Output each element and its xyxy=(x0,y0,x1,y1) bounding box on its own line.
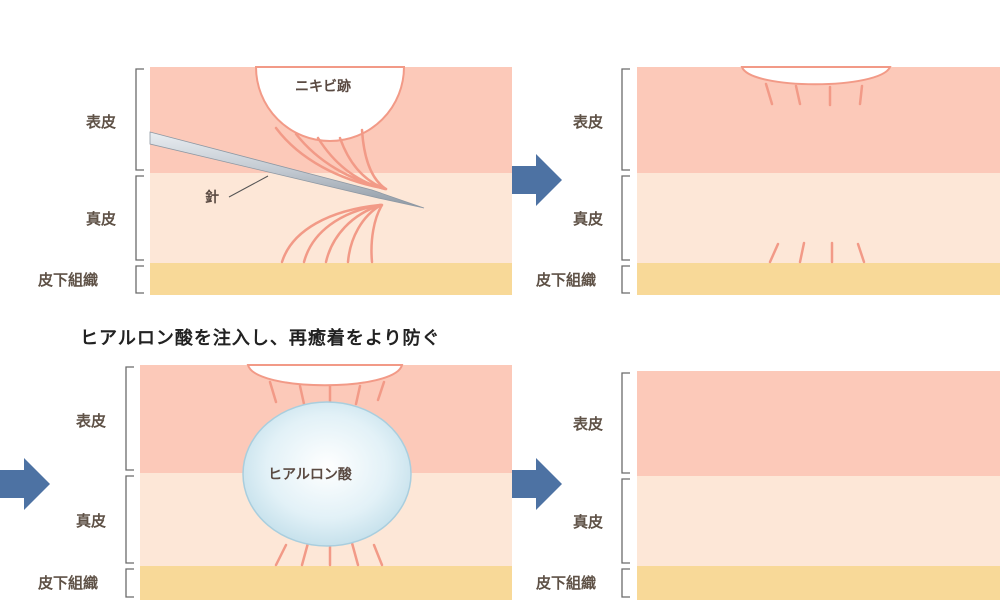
scar-label: ニキビ跡 xyxy=(295,79,351,95)
panel-4-subcutaneous xyxy=(637,566,1000,600)
subcutaneous-label: 皮下組織 xyxy=(536,574,597,592)
dermis-label: 真皮 xyxy=(76,512,107,530)
panel-1-needle-insertion xyxy=(149,66,512,295)
panel-2-scar-notch xyxy=(740,66,892,86)
epidermis-label: 表皮 xyxy=(573,113,604,131)
subcutaneous-label: 皮下組織 xyxy=(536,271,597,289)
panel-1-needle xyxy=(149,131,425,209)
panel-4-healed xyxy=(637,371,1000,600)
panel-1-upper-fibers xyxy=(274,126,388,191)
dermis-label: 真皮 xyxy=(86,210,117,228)
panel-3-lower-fibers xyxy=(274,541,384,567)
panel-1-lower-fibers xyxy=(280,203,384,264)
epidermis-label: 表皮 xyxy=(76,412,107,430)
panel-2-upper-fibers xyxy=(764,82,864,107)
arrow-right-icon xyxy=(512,154,562,206)
epidermis-label: 表皮 xyxy=(573,415,604,433)
panel-3-hyaluronic-injection xyxy=(140,364,512,600)
hyaluronic-acid-label: ヒアルロン酸 xyxy=(268,467,352,483)
panel-3-scar-notch xyxy=(246,364,404,387)
panel-2-subcutaneous xyxy=(637,263,1000,295)
layer-brackets xyxy=(125,68,630,598)
needle-label: 針 xyxy=(205,190,219,206)
panel-1-subcutaneous xyxy=(150,263,512,295)
subcutaneous-label: 皮下組織 xyxy=(38,271,99,289)
panel-2-dermis xyxy=(637,173,1000,263)
panel-3-subcutaneous xyxy=(140,566,512,600)
epidermis-label: 表皮 xyxy=(86,113,117,131)
dermis-label: 真皮 xyxy=(573,513,604,531)
needle-leader-line xyxy=(228,175,269,198)
arrow-right-icon xyxy=(512,458,562,510)
panel-2-lower-fibers xyxy=(768,241,866,264)
headline: ヒアルロン酸を注入し、再癒着をより防ぐ xyxy=(80,328,441,349)
dermis-label: 真皮 xyxy=(573,210,604,228)
panel-2-fibers-cut xyxy=(637,66,1000,295)
arrow-right-icon xyxy=(0,458,50,510)
panel-4-epidermis xyxy=(637,371,1000,476)
subcutaneous-label: 皮下組織 xyxy=(38,574,99,592)
hyaluronic-acid-bubble xyxy=(242,401,412,547)
panel-4-dermis xyxy=(637,476,1000,566)
panel-3-upper-fibers xyxy=(268,380,386,408)
panel-1-scar-notch xyxy=(254,66,406,142)
